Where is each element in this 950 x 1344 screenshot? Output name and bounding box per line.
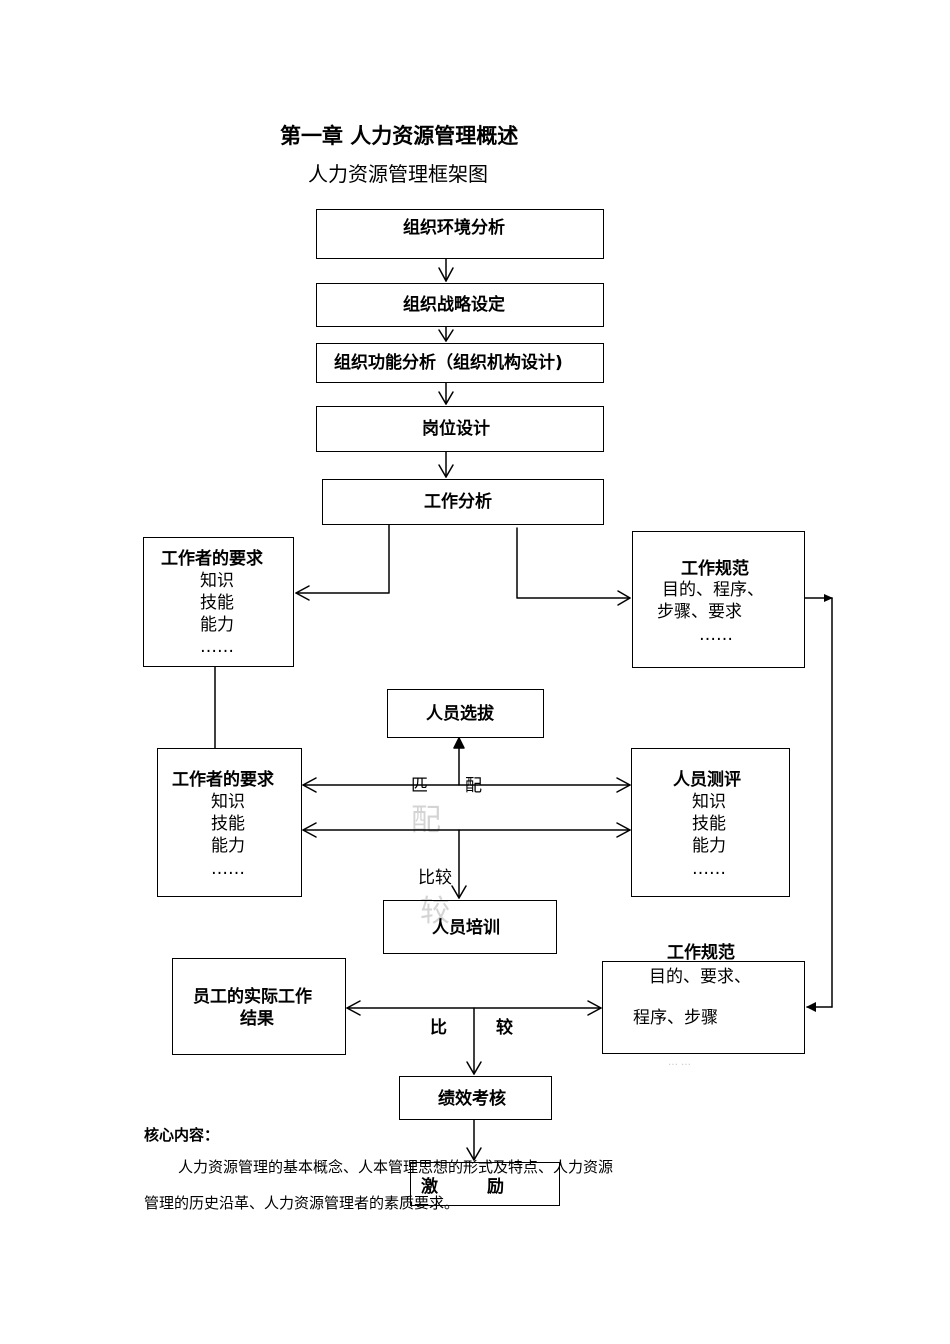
job-spec-top-line: …… <box>699 625 733 645</box>
arrowhead-down <box>466 1147 482 1161</box>
org-strategy-label: 组织战略设定 <box>403 295 505 315</box>
worker-requirements-mid-title: 工作者的要求 <box>172 770 274 790</box>
post-design-box: 岗位设计 <box>316 406 604 452</box>
org-function-box: 组织功能分析（组织机构设计) <box>316 343 604 383</box>
chapter-title: 第一章 人力资源管理概述 <box>280 124 519 148</box>
personnel-assessment-box: 人员测评 知识 技能 能力 …… <box>631 748 790 897</box>
arrowhead-right <box>616 822 631 838</box>
org-strategy-box: 组织战略设定 <box>316 283 604 327</box>
performance-appraisal-box: 绩效考核 <box>399 1076 552 1120</box>
worker-requirements-top-line: 能力 <box>200 615 234 635</box>
arrowhead-left <box>302 822 317 838</box>
core-content-line: 人力资源管理的基本概念、人本管理思想的形式及特点、人力资源 <box>178 1158 614 1176</box>
arrowhead-right-filled <box>824 594 833 602</box>
arrowhead-right <box>616 777 631 793</box>
actual-work-result-box: 员工的实际工作 结果 <box>172 958 346 1055</box>
compare-label-faint: 较 <box>420 894 450 929</box>
worker-requirements-mid-line: 能力 <box>211 836 245 856</box>
compare-label-bottom-left: 比 <box>430 1018 447 1038</box>
org-function-label: 组织功能分析（组织机构设计) <box>334 353 563 373</box>
arrowhead-left <box>302 777 317 793</box>
job-spec-bottom-line: 程序、步骤 <box>633 1008 718 1028</box>
job-analysis-box: 工作分析 <box>322 479 604 525</box>
worker-requirements-mid-line: …… <box>211 859 245 879</box>
arrowhead-right <box>587 1000 602 1016</box>
org-environment-box: 组织环境分析 <box>316 209 604 259</box>
job-spec-bottom-dots: …… <box>668 1057 694 1068</box>
actual-work-result-line: 员工的实际工作 <box>193 987 312 1007</box>
job-spec-top-line: 目的、程序、 <box>662 580 764 600</box>
connector-analysis-job-spec <box>516 527 631 599</box>
personnel-selection-box: 人员选拔 <box>387 689 544 738</box>
incentive-label-right: 励 <box>487 1177 504 1197</box>
job-spec-bottom-title: 工作规范 <box>667 943 735 963</box>
worker-requirements-mid-box: 工作者的要求 知识 技能 能力 …… <box>157 748 302 897</box>
arrowhead-down <box>438 267 454 282</box>
arrowhead-down <box>438 391 454 405</box>
arrowhead-right <box>617 590 631 606</box>
incentive-box: 激 励 <box>410 1162 560 1206</box>
connector-analysis-worker-req <box>295 524 390 594</box>
worker-requirements-top-title: 工作者的要求 <box>161 549 263 569</box>
core-content-heading: 核心内容： <box>144 1126 220 1144</box>
job-spec-bottom-line: 目的、要求、 <box>649 967 751 987</box>
worker-requirements-mid-line: 技能 <box>211 814 245 834</box>
job-spec-top-title: 工作规范 <box>681 559 749 579</box>
personnel-assessment-line: 知识 <box>692 792 726 812</box>
worker-requirements-top-line: 技能 <box>200 593 234 613</box>
arrowhead-down <box>438 329 454 342</box>
job-spec-bottom-box: 目的、要求、 程序、步骤 <box>602 961 805 1054</box>
worker-requirements-mid-line: 知识 <box>211 792 245 812</box>
incentive-label-left: 激 <box>421 1177 438 1197</box>
match-label-right: 配 <box>465 776 482 796</box>
org-environment-label: 组织环境分析 <box>403 218 505 238</box>
performance-appraisal-label: 绩效考核 <box>438 1089 506 1109</box>
personnel-selection-label: 人员选拔 <box>426 704 494 724</box>
core-content-line: 管理的历史沿革、人力资源管理者的素质要求。 <box>144 1194 460 1212</box>
job-spec-top-box: 工作规范 目的、程序、 步骤、要求 …… <box>632 531 805 668</box>
arrowhead-up <box>453 737 465 749</box>
arrowhead-down <box>438 464 454 478</box>
arrowhead-left <box>346 1000 361 1016</box>
arrowhead-left-filled <box>806 1002 816 1012</box>
match-label-left: 匹 <box>411 776 428 796</box>
personnel-assessment-title: 人员测评 <box>673 770 741 790</box>
compare-label-bottom-right: 较 <box>496 1018 513 1038</box>
personnel-assessment-line: 技能 <box>692 814 726 834</box>
arrowhead-down <box>466 1061 482 1075</box>
personnel-assessment-line: 能力 <box>692 836 726 856</box>
worker-requirements-top-box: 工作者的要求 知识 技能 能力 …… <box>143 537 294 667</box>
worker-requirements-top-line: 知识 <box>200 571 234 591</box>
diagram-title: 人力资源管理框架图 <box>308 162 488 186</box>
worker-requirements-top-line: …… <box>200 637 234 657</box>
post-design-label: 岗位设计 <box>422 419 490 439</box>
job-spec-top-line: 步骤、要求 <box>657 602 742 622</box>
arrowhead-down <box>451 885 467 899</box>
actual-work-result-line: 结果 <box>240 1009 274 1029</box>
personnel-training-label: 人员培训 <box>432 918 500 938</box>
arrowhead-left <box>295 585 310 601</box>
job-analysis-label: 工作分析 <box>424 492 492 512</box>
personnel-training-box: 人员培训 <box>383 900 557 954</box>
compare-label-mid: 比较 <box>418 868 452 888</box>
personnel-assessment-line: …… <box>692 859 726 879</box>
